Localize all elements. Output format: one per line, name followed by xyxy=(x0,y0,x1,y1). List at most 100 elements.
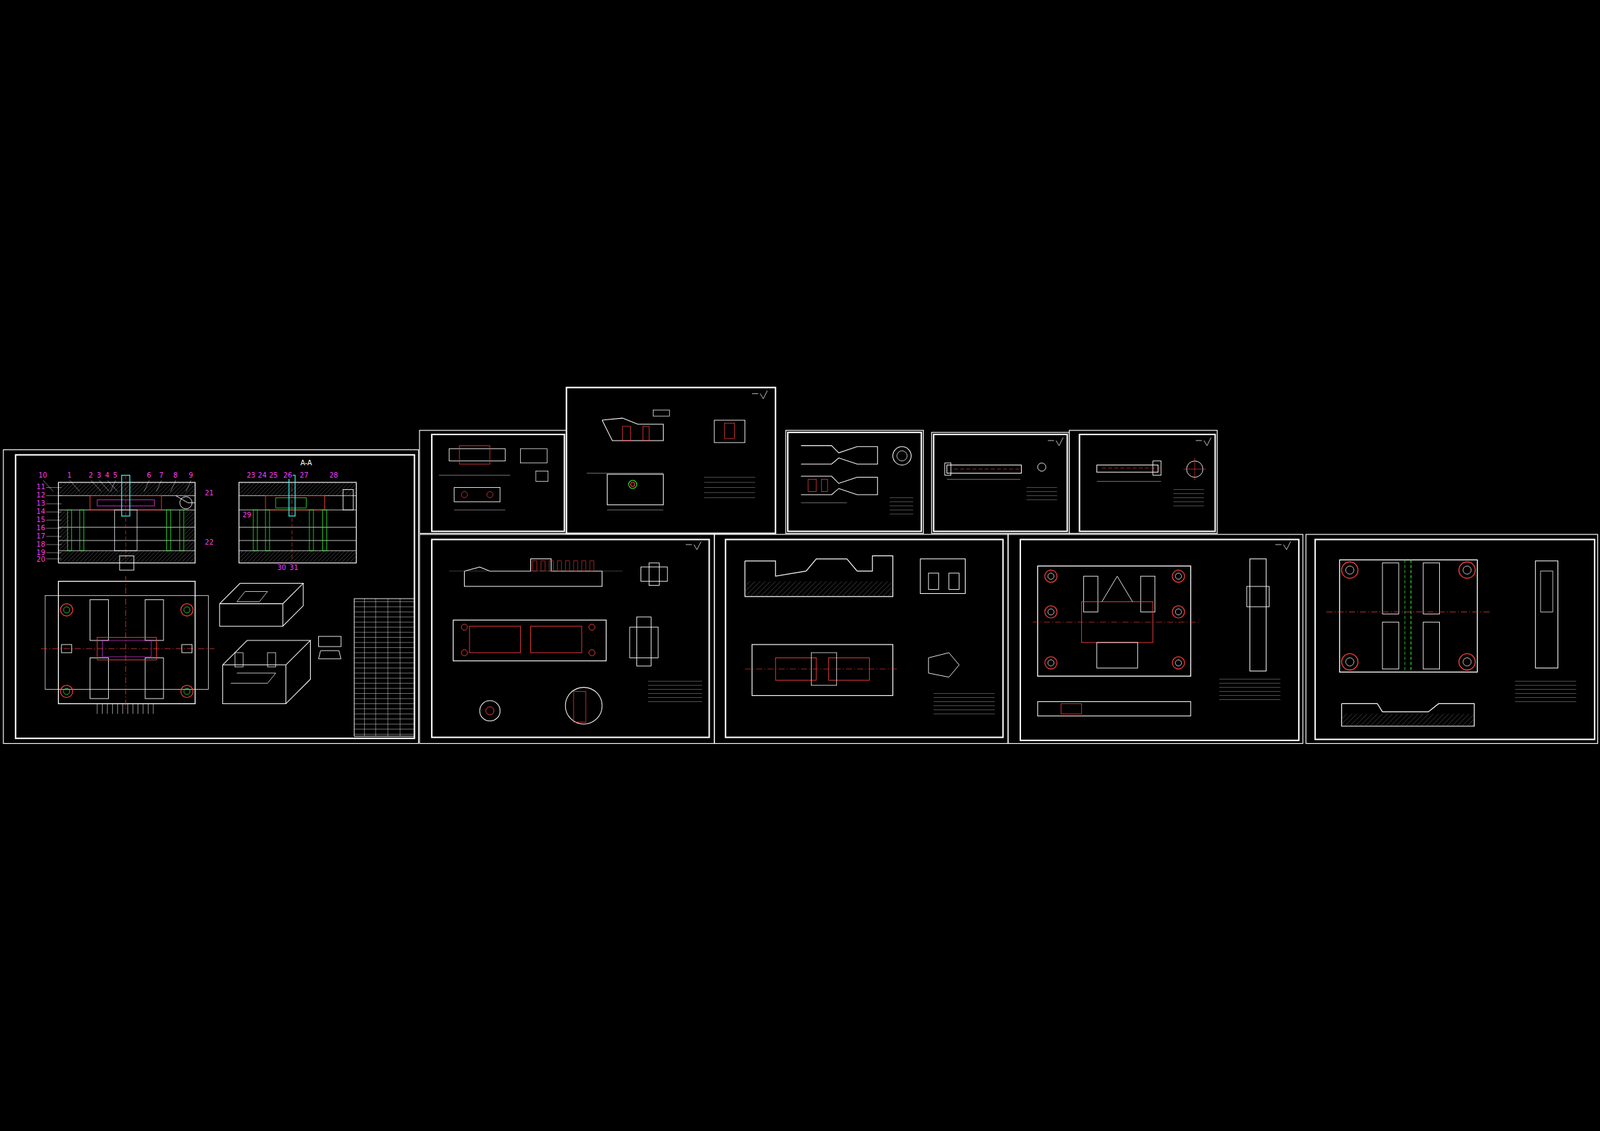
outline xyxy=(642,426,649,441)
callout-number: 21 xyxy=(203,489,215,497)
line xyxy=(1026,491,1058,493)
line xyxy=(745,581,756,592)
outline xyxy=(821,479,828,493)
outline xyxy=(1069,430,1218,534)
line xyxy=(349,555,356,563)
line xyxy=(775,581,791,597)
outline xyxy=(1061,703,1082,714)
line xyxy=(438,474,510,476)
line xyxy=(648,697,703,699)
line xyxy=(867,581,883,597)
line xyxy=(45,544,61,545)
hole xyxy=(1172,570,1185,583)
callout-number: 25 xyxy=(268,472,279,480)
line xyxy=(147,703,149,714)
profile xyxy=(1055,437,1063,446)
outline xyxy=(453,620,607,662)
callout-number: 19 xyxy=(35,549,46,557)
line xyxy=(354,601,415,603)
line xyxy=(184,509,193,519)
callout-number: 20 xyxy=(35,556,46,564)
line xyxy=(1395,713,1408,727)
line xyxy=(45,495,61,497)
callout-number: 15 xyxy=(35,516,46,524)
profile xyxy=(464,559,603,587)
line xyxy=(806,581,822,597)
line xyxy=(745,668,899,670)
outline xyxy=(725,539,1003,738)
line xyxy=(1326,611,1490,613)
line xyxy=(127,703,128,714)
hole xyxy=(60,603,73,616)
line xyxy=(1431,713,1444,727)
line xyxy=(184,552,196,564)
outline xyxy=(322,509,327,551)
profile xyxy=(318,650,341,660)
profile xyxy=(236,591,268,603)
outline xyxy=(1423,563,1440,615)
outline xyxy=(557,561,562,572)
line xyxy=(1349,713,1362,727)
line xyxy=(258,482,272,496)
line xyxy=(184,511,196,523)
line xyxy=(826,581,842,597)
line xyxy=(1173,497,1205,499)
outline xyxy=(58,581,196,705)
outline xyxy=(785,430,924,534)
line xyxy=(1410,559,1412,673)
line xyxy=(299,482,313,496)
line xyxy=(319,482,333,496)
line xyxy=(184,532,196,543)
outline xyxy=(1249,559,1267,672)
outline xyxy=(566,387,777,534)
line xyxy=(86,482,100,496)
line xyxy=(1456,713,1470,727)
line xyxy=(78,482,92,496)
hole xyxy=(63,607,70,614)
line xyxy=(354,698,415,700)
line xyxy=(353,559,356,563)
line xyxy=(947,479,1021,480)
line xyxy=(45,487,61,488)
line xyxy=(1026,495,1058,497)
outline xyxy=(540,561,545,572)
callout-number: 23 xyxy=(245,472,256,480)
line xyxy=(354,647,415,649)
outline xyxy=(566,387,777,534)
hole xyxy=(1047,573,1054,580)
line xyxy=(586,472,664,474)
hole xyxy=(184,607,191,614)
line xyxy=(1219,678,1281,680)
hole xyxy=(180,685,193,699)
line xyxy=(933,709,995,711)
line xyxy=(340,482,354,496)
line xyxy=(816,581,832,597)
line xyxy=(125,475,126,564)
profile xyxy=(222,665,286,705)
line xyxy=(184,520,196,531)
outline xyxy=(535,471,549,482)
outline xyxy=(3,449,419,744)
outline xyxy=(419,534,715,744)
profile xyxy=(1101,576,1133,602)
line xyxy=(97,703,98,714)
line xyxy=(45,511,61,513)
outline xyxy=(520,448,548,464)
hole xyxy=(628,480,638,489)
line xyxy=(354,667,415,669)
outline xyxy=(67,509,72,551)
outline xyxy=(752,644,894,696)
outline xyxy=(275,497,307,508)
callout-number: 5 xyxy=(112,472,118,480)
hole xyxy=(893,446,912,466)
outline xyxy=(1423,622,1440,670)
callout-number: 12 xyxy=(35,492,46,499)
line xyxy=(354,611,415,613)
line xyxy=(800,581,816,597)
outline xyxy=(1535,561,1559,669)
line xyxy=(889,513,913,515)
line xyxy=(58,509,67,519)
line xyxy=(1415,713,1429,727)
line xyxy=(354,724,415,725)
outline xyxy=(1382,563,1399,615)
